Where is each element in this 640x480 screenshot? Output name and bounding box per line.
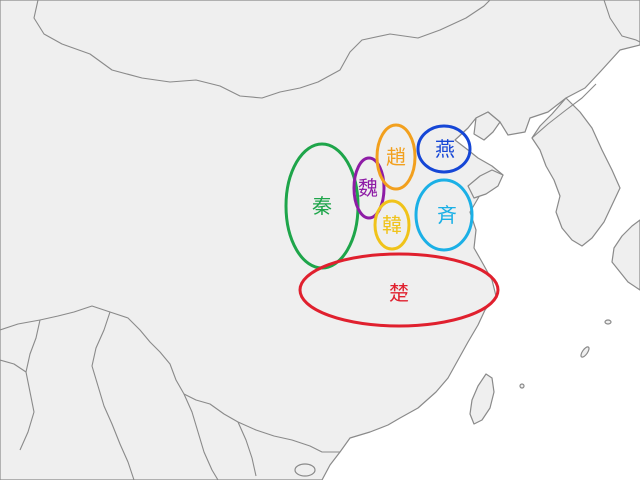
wei-ring [352, 156, 386, 220]
liaodong-peninsula [473, 111, 501, 141]
states-layer: 秦 魏 趙 韓 燕 斉 楚 [284, 123, 500, 328]
island [604, 319, 612, 325]
island [519, 383, 525, 389]
taiwan [469, 373, 495, 425]
zhao-label: 趙 [386, 145, 406, 169]
border-india-nepal [0, 359, 27, 373]
qin-label: 秦 [312, 194, 332, 218]
border-bangladesh [19, 319, 41, 451]
border-myanmar [91, 311, 135, 480]
wei-label: 魏 [358, 176, 378, 200]
chu-ring [298, 252, 500, 328]
han-label: 韓 [382, 213, 402, 237]
island [580, 346, 590, 358]
border-korea [531, 83, 597, 139]
korean-peninsula [531, 97, 621, 247]
island [294, 463, 316, 477]
qi-ring [414, 178, 474, 252]
yan-ring [416, 124, 472, 174]
border-north [33, 0, 491, 99]
border-southwest [0, 305, 340, 453]
border-northeast [603, 0, 640, 43]
shandong-peninsula [467, 169, 504, 199]
border-laos-vietnam [183, 393, 219, 480]
border-vietnam [237, 421, 257, 477]
chu-label: 楚 [389, 281, 409, 305]
qi-label: 斉 [437, 203, 457, 227]
han-ring [373, 199, 411, 251]
japan [611, 219, 640, 291]
yan-label: 燕 [435, 137, 455, 161]
zhao-ring [375, 123, 417, 191]
